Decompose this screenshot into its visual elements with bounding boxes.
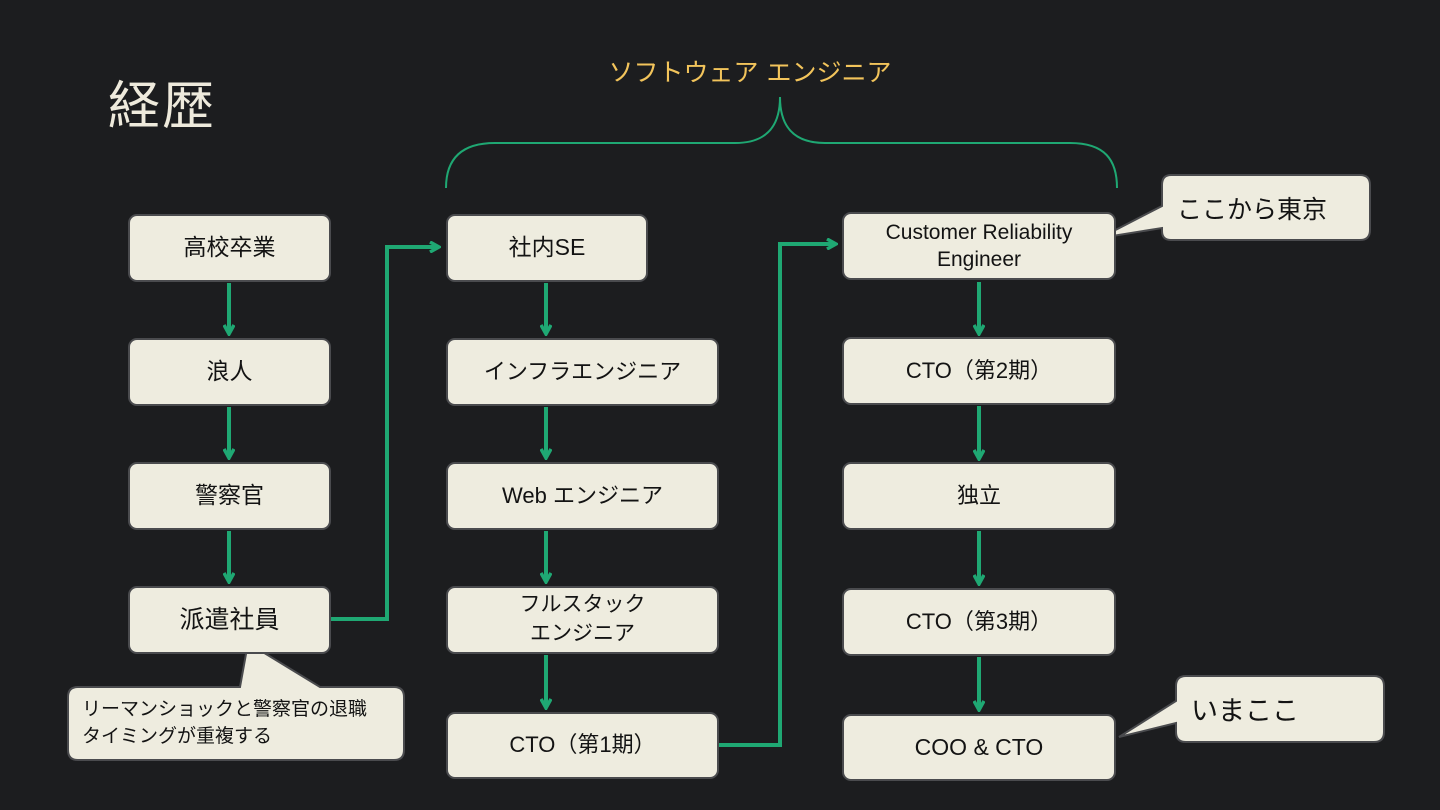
node-label: 警察官 [195,482,264,509]
node-label: CTO（第3期） [905,608,1053,634]
node-infra-engineer: インフラエンジニア [446,338,719,406]
brace-label: ソフトウェア エンジニア [608,58,892,87]
elbow-haken-to-shanai [331,247,438,621]
node-label: Customer Reliability Engineer [885,220,1073,271]
engineer-brace [445,96,1118,189]
elbow-cto1-to-cre [719,244,835,747]
node-coo-and-cto: COO & CTO [842,714,1116,781]
node-ronin: 浪人 [128,338,331,406]
slide-title: 経歴 [108,77,217,137]
node-label: 浪人 [206,358,253,385]
tokyo-callout-text: ここから東京 [1177,195,1328,224]
node-label: Web エンジニア [502,482,663,508]
node-label: 高校卒業 [183,234,276,261]
node-label: 派遣社員 [179,605,280,634]
node-label: COO & CTO [914,733,1044,760]
node-internal-se: 社内SE [446,214,648,282]
node-label: 社内SE [508,234,586,261]
node-cto-3: CTO（第3期） [842,588,1116,656]
node-police-officer: 警察官 [128,462,331,530]
node-label: CTO（第2期） [905,357,1053,383]
node-customer-reliability-engineer: Customer Reliability Engineer [842,212,1116,280]
node-cto-1: CTO（第1期） [446,712,719,779]
lehman-callout-text: リーマンショックと警察官の退職 タイミングが重複する [82,698,368,747]
node-label: 独立 [956,482,1001,508]
node-independent: 独立 [842,462,1116,530]
now-callout-text: いまここ [1191,695,1299,727]
now-callout-bubble [1118,675,1385,743]
node-fullstack-engineer: フルスタック エンジニア [446,586,719,654]
node-temp-worker: 派遣社員 [128,586,331,654]
node-label: フルスタック エンジニア [519,593,646,645]
node-cto-2: CTO（第2期） [842,337,1116,405]
node-web-engineer: Web エンジニア [446,462,719,530]
lehman-callout-bubble [67,641,405,761]
node-high-school-graduation: 高校卒業 [128,214,331,282]
node-label: インフラエンジニア [483,358,682,384]
tokyo-callout-bubble [1099,174,1371,241]
node-label: CTO（第1期） [509,732,656,758]
